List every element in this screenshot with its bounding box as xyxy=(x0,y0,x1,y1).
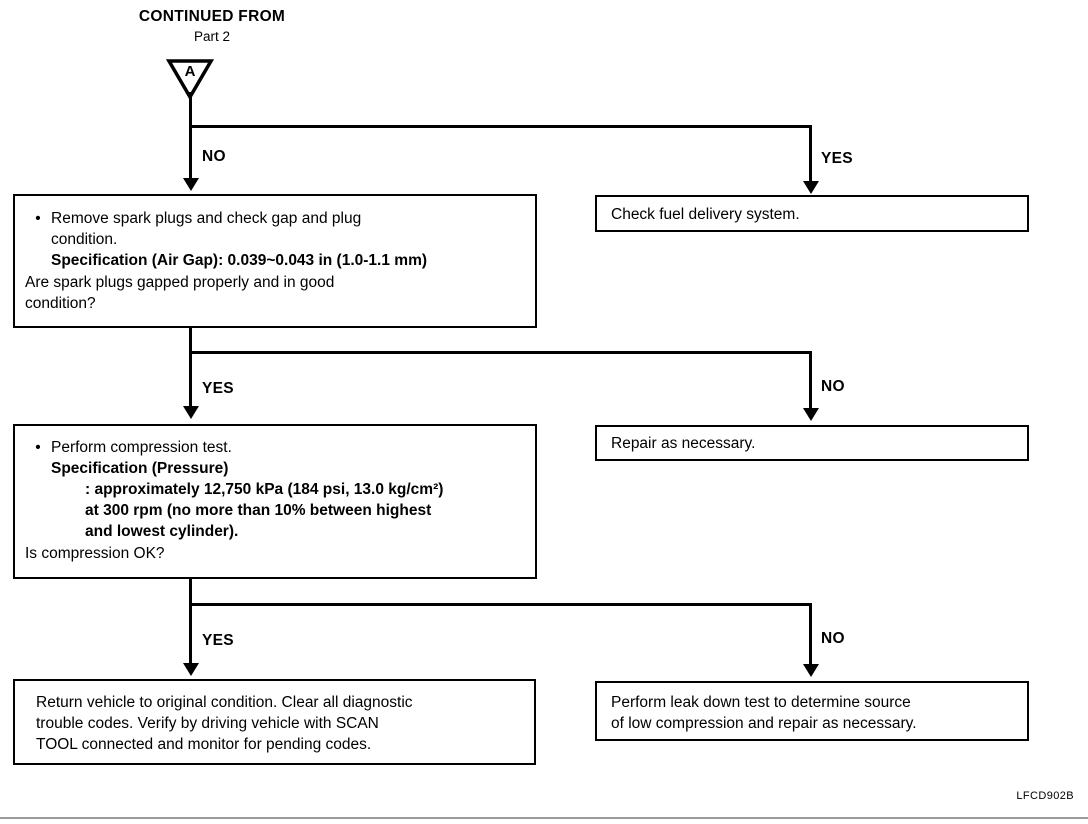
connector-stem-line xyxy=(189,92,192,128)
branch1-right-arrowhead xyxy=(803,181,819,194)
branch1-left-label-no: NO xyxy=(202,148,226,165)
connector-triangle-icon xyxy=(166,58,214,100)
branch2-horizontal-line xyxy=(189,351,812,354)
branch2-left-arrowhead xyxy=(183,406,199,419)
box-leak-down-test: Perform leak down test to determine sour… xyxy=(595,681,1029,741)
box-compression-test: • Perform compression test. Specificatio… xyxy=(13,424,537,579)
branch3-right-arrowhead xyxy=(803,664,819,677)
branch2-left-drop-line xyxy=(189,351,192,408)
box-check-fuel-delivery: Check fuel delivery system. xyxy=(595,195,1029,232)
branch2-source-line xyxy=(189,328,192,354)
branch1-right-label-yes: YES xyxy=(821,150,853,167)
branch2-right-drop-line xyxy=(809,351,812,410)
connector-label-a: A xyxy=(184,63,196,80)
figure-reference-code: LFCD902B xyxy=(1016,790,1074,802)
compression-action-text: Perform compression test. xyxy=(51,439,232,456)
box-repair-as-necessary: Repair as necessary. xyxy=(595,425,1029,461)
repair-text: Repair as necessary. xyxy=(611,435,756,452)
branch1-left-arrowhead xyxy=(183,178,199,191)
spark-plug-action-text: Remove spark plugs and check gap and plu… xyxy=(51,210,362,249)
compression-question: Is compression OK? xyxy=(25,545,165,563)
branch3-left-arrowhead xyxy=(183,663,199,676)
branch2-left-label-yes: YES xyxy=(202,380,234,397)
spark-plug-specification: Specification (Air Gap): 0.039~0.043 in … xyxy=(51,252,428,270)
fuel-delivery-text: Check fuel delivery system. xyxy=(611,206,800,223)
branch3-left-drop-line xyxy=(189,603,192,665)
branch3-horizontal-line xyxy=(189,603,812,606)
spark-plug-question: Are spark plugs gapped properly and in g… xyxy=(25,274,335,313)
branch2-right-label-no: NO xyxy=(821,378,845,395)
compression-bullet: • xyxy=(35,439,41,456)
continued-from-part: Part 2 xyxy=(193,29,231,44)
branch2-right-arrowhead xyxy=(803,408,819,421)
branch3-left-label-yes: YES xyxy=(202,632,234,649)
branch3-source-line xyxy=(189,579,192,606)
spark-plug-bullet: • xyxy=(35,210,41,227)
branch3-right-drop-line xyxy=(809,603,812,666)
return-vehicle-text: Return vehicle to original condition. Cl… xyxy=(36,694,413,754)
branch1-horizontal-line xyxy=(189,125,812,128)
continued-from-title: CONTINUED FROM xyxy=(138,8,286,25)
box-spark-plug-check: • Remove spark plugs and check gap and p… xyxy=(13,194,537,328)
leak-down-text: Perform leak down test to determine sour… xyxy=(611,694,917,733)
page-bottom-rule xyxy=(0,817,1088,819)
branch1-left-drop-line xyxy=(189,125,192,180)
compression-spec-title: Specification (Pressure) xyxy=(51,460,229,478)
branch1-right-drop-line xyxy=(809,125,812,183)
box-return-vehicle: Return vehicle to original condition. Cl… xyxy=(13,679,536,765)
branch3-right-label-no: NO xyxy=(821,630,845,647)
compression-spec-detail: : approximately 12,750 kPa (184 psi, 13.… xyxy=(85,481,444,541)
